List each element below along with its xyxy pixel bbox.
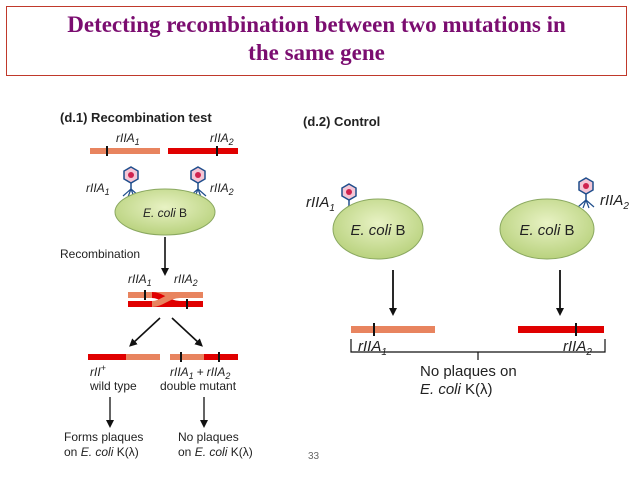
d2-phage-label-right: rIIA2 (600, 192, 629, 212)
d1-phage-label-left: rIIA1 (86, 181, 110, 197)
d1-phage-label-right: rIIA2 (210, 181, 234, 197)
title-line-1: Detecting recombination between two muta… (67, 12, 566, 37)
d2-cell-label-left: E. coli B (350, 222, 405, 239)
d1-gene-bar-left (90, 148, 160, 154)
d1-heading: (d.1) Recombination test (60, 110, 212, 125)
d1-outcome-left-line2: on E. coli K(λ) (64, 445, 139, 459)
d2-ecoli-cell-right (499, 198, 595, 260)
d2-mutation-mark-left (373, 323, 375, 336)
d1-gene-label-right: rIIA2 (210, 131, 234, 147)
slide-number: 33 (308, 451, 320, 462)
d1-wildtype-bar (88, 354, 160, 360)
d1-mutation-mark-left (106, 146, 108, 156)
d1-arrow-to-double (171, 317, 203, 347)
d2-phage-label-left: rIIA1 (306, 194, 335, 214)
d1-crossover-chromosomes (128, 290, 203, 309)
d1-product-right-gene: rIIA1+rIIA2 (170, 365, 230, 381)
d2-mutation-mark-right (575, 323, 577, 336)
d1-gene-bar-right (168, 148, 238, 154)
d2-cell-label-right: E. coli B (519, 222, 574, 239)
d1-product-left-name: wild type (89, 379, 137, 393)
d2-gene-label-right: rIIA2 (563, 338, 592, 358)
d2-ecoli-cell-left (332, 198, 424, 260)
d1-product-right-name: double mutant (160, 379, 237, 393)
d2-outcome-line1: No plaques on (420, 363, 517, 380)
d1-product-left-gene: rII+ (90, 363, 106, 379)
d1-outcome-right-line2: on E. coli K(λ) (178, 445, 253, 459)
d1-recombination-label: Recombination (60, 247, 140, 261)
d2-heading: (d.2) Control (303, 114, 380, 129)
d1-outcome-left-line1: Forms plaques (64, 430, 143, 444)
d2-gene-label-left: rIIA1 (358, 338, 387, 358)
d1-gene-label-left: rIIA1 (116, 131, 140, 147)
d1-ecoli-cell (114, 188, 216, 236)
d1-cross-label-left: rIIA1 (128, 272, 152, 288)
d2-outcome-line2: E. coli K(λ) (420, 381, 493, 398)
d2-gene-bar-left (351, 326, 435, 333)
d1-outcome-right-line1: No plaques (178, 430, 239, 444)
d1-mutation-mark-right (216, 146, 218, 156)
d2-phage-right-icon (577, 177, 595, 209)
d1-arrow-to-wildtype (129, 317, 161, 347)
d1-phage-left-icon (122, 166, 140, 198)
d1-cell-label: E. coli B (143, 206, 187, 220)
d1-cross-label-right: rIIA2 (174, 272, 198, 288)
d1-double-mutant-bar (170, 352, 238, 362)
title-line-2: the same gene (248, 40, 385, 65)
d2-gene-bar-right (518, 326, 604, 333)
title-box: Detecting recombination between two muta… (6, 6, 627, 76)
